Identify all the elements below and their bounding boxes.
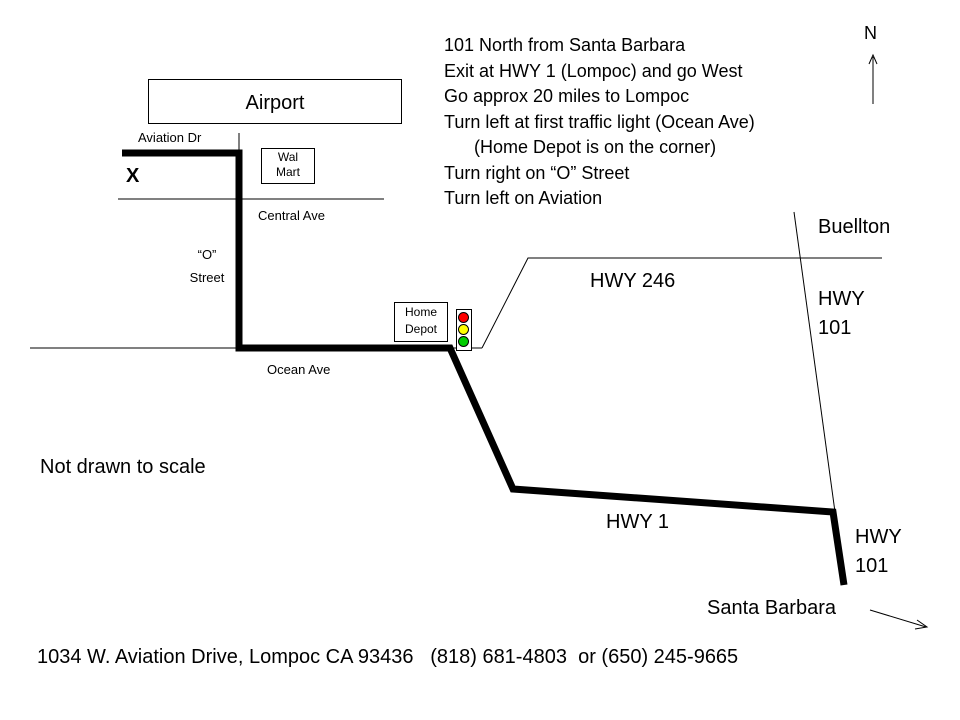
airport-label: Airport bbox=[245, 92, 305, 114]
traffic-light-red bbox=[458, 312, 469, 323]
santa-barbara-arrow-head-icon bbox=[914, 619, 929, 630]
direction-step: Turn left on Aviation bbox=[444, 188, 603, 208]
direction-step: Exit at HWY 1 (Lompoc) and go West bbox=[444, 60, 743, 81]
walmart-label-line1: Wal bbox=[277, 150, 299, 164]
santa-barbara-arrow-icon bbox=[869, 609, 927, 628]
direction-step: Go approx 20 miles to Lompoc bbox=[444, 86, 690, 106]
hwy-1-label: HWY 1 bbox=[606, 511, 669, 533]
directions-list: 101 North from Santa Barbara Exit at HWY… bbox=[444, 33, 755, 212]
buellton-label: Buellton bbox=[818, 216, 891, 238]
not-to-scale-note: Not drawn to scale bbox=[40, 456, 206, 478]
central-ave-label: Central Ave bbox=[258, 208, 325, 223]
hwy-101-south-label-line1: HWY bbox=[855, 526, 902, 548]
hwy-246-label: HWY 246 bbox=[590, 270, 676, 292]
aviation-dr-label: Aviation Dr bbox=[138, 130, 202, 145]
walmart-box bbox=[261, 148, 315, 184]
home-depot-label-line1: Home bbox=[404, 305, 437, 319]
traffic-light-yellow bbox=[458, 324, 469, 335]
o-street-label-line2: Street bbox=[189, 270, 225, 285]
o-street-label-line1: “O” bbox=[197, 247, 217, 262]
walmart-label-line2: Mart bbox=[276, 165, 300, 179]
north-arrow-head-icon bbox=[868, 53, 878, 65]
direction-step: 101 North from Santa Barbara bbox=[444, 35, 686, 55]
hwy-246-road bbox=[481, 257, 882, 349]
direction-step: (Home Depot is on the corner) bbox=[474, 137, 717, 157]
home-depot-box bbox=[394, 302, 448, 342]
hwy-101-north-label-line2: 101 bbox=[818, 317, 852, 339]
hwy-101-road-north bbox=[793, 211, 836, 513]
hwy-101-south-label-line2: 101 bbox=[855, 555, 889, 577]
direction-step: Turn right on “O” Street bbox=[444, 162, 630, 183]
ocean-ave-label: Ocean Ave bbox=[267, 362, 331, 377]
destination-marker: X bbox=[126, 165, 140, 187]
route-path bbox=[122, 149, 848, 586]
airport-box bbox=[148, 79, 402, 124]
home-depot-label-line2: Depot bbox=[404, 322, 438, 336]
santa-barbara-label: Santa Barbara bbox=[707, 597, 836, 619]
direction-step: Turn left at first traffic light (Ocean … bbox=[444, 111, 755, 132]
traffic-light-green bbox=[458, 336, 469, 347]
hwy-101-north-label-line1: HWY bbox=[818, 288, 865, 310]
compass-north-label: N bbox=[864, 23, 877, 43]
address-footer: 1034 W. Aviation Drive, Lompoc CA 93436 … bbox=[37, 646, 739, 668]
